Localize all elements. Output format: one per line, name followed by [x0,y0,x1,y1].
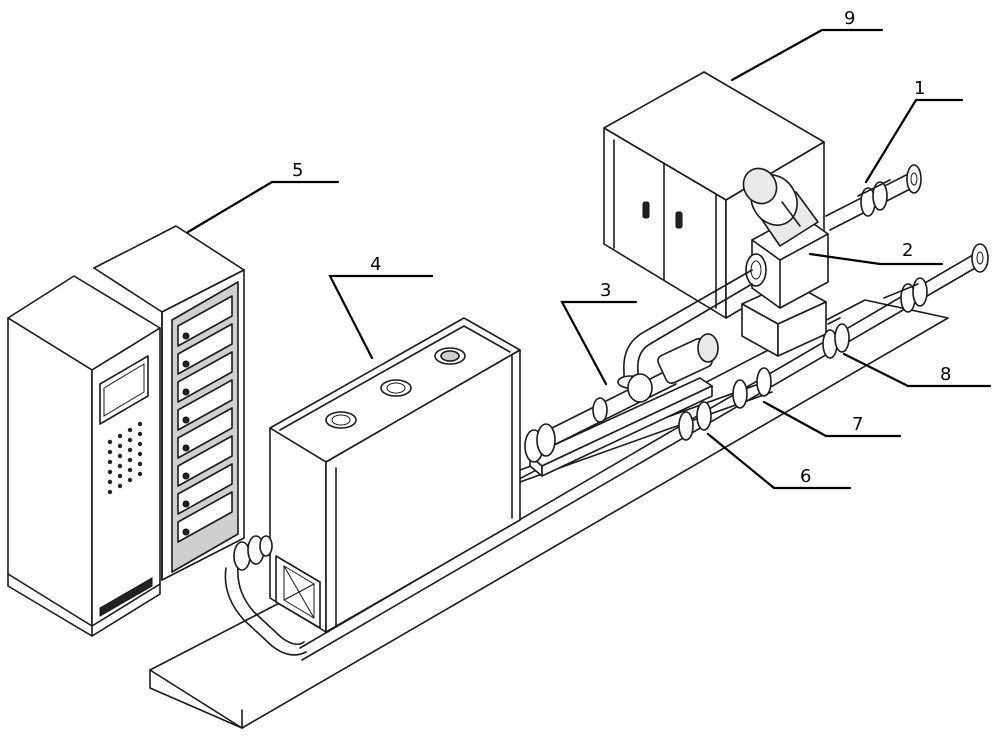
leader-8 [842,352,992,388]
leader-4 [328,274,434,360]
leader-1 [864,98,964,184]
part-labels: 1 2 3 4 5 6 7 8 9 [292,8,951,487]
leader-2 [808,252,944,266]
rack-cabinet-5 [93,225,245,581]
leader-5 [186,180,340,234]
speaker-grille [107,421,143,495]
leader-7 [762,400,902,438]
label-2: 2 [902,240,913,261]
lower-hose [224,535,307,656]
outlet-pipe-1 [825,164,922,231]
leader-3 [560,300,638,386]
leader-9 [730,28,884,82]
leader-6 [706,432,852,490]
control-cabinet [7,275,161,637]
label-8: 8 [940,364,951,385]
label-7: 7 [852,414,863,435]
label-6: 6 [800,466,811,487]
label-1: 1 [914,78,925,99]
label-3: 3 [600,280,611,301]
pump-2 [742,167,829,309]
label-9: 9 [844,8,855,29]
label-5: 5 [292,160,303,181]
tank-4 [269,317,521,633]
rack-modules [177,295,233,543]
leader-lines [186,28,992,490]
label-4: 4 [370,254,381,275]
unit-3 [524,333,719,477]
